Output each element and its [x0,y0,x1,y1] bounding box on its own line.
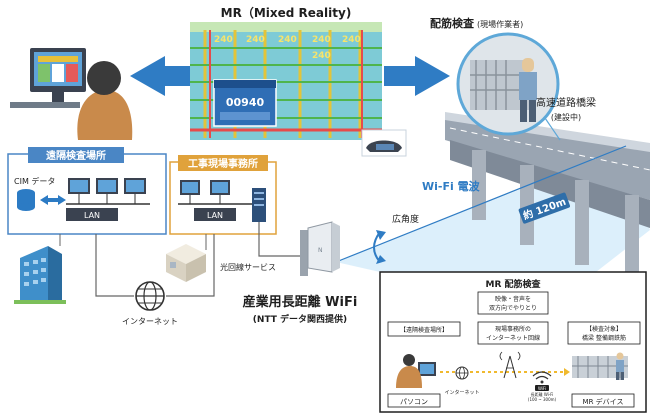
internet-label: インターネット [122,317,178,326]
wifi-product-title: 産業用長距離 WiFi [243,294,358,310]
wifi-provider-label: (NTT データ関西提供) [253,313,347,325]
inset-rebar-worker-icon [572,352,628,380]
office-title: 工事現場事務所 [188,157,258,170]
inset-right-line2: 橋梁 整備鋼鉄筋 [582,334,626,342]
svg-text:N: N [318,247,323,254]
inset-pc-label: パソコン [400,398,428,406]
rebar-value-5: 240 [342,35,361,45]
remote-site-box: 遠隔検査場所 CIM データ LAN [7,147,167,235]
arrow-to-remote [130,56,196,96]
remote-lan-label: LAN [84,211,100,220]
mr-readout-value: 00940 [226,96,265,109]
inset-wifi-icon: WiFi [532,371,552,391]
bridge-illustration [445,112,650,275]
rebar-value-3: 240 [278,35,297,45]
rebar-value-1: 240 [214,35,233,45]
rebar-value-2: 240 [246,35,265,45]
fiber-service-label: 光回線サービス [220,262,276,272]
wifi-wave-label: Wi-Fi 電波 [422,179,481,193]
arrow-to-site [384,56,450,96]
inset-bubble-line1: 映像・音声を [495,295,531,303]
rebar-value-4: 240 [312,35,331,45]
cim-data-label: CIM データ [14,176,55,186]
mr-title: MR（Mixed Reality) [221,5,352,20]
inset-internet-label: インターネット [444,389,479,396]
site-inspection-circle [456,32,560,136]
inset-bubble-line2: 双方向でやりとり [489,304,537,312]
distance-line [335,145,627,263]
summary-inset-panel: MR 配筋検査 映像・音声を 双方向でやりとり 【遠隔検査場所】 現場事務所の … [379,271,647,413]
inset-middle-line2: インターネット回線 [486,334,540,342]
inset-tower-icon [499,351,521,379]
remote-site-title: 遠隔検査場所 [46,149,106,162]
office-to-internet-line [166,234,215,297]
inset-right-line1: 【検査対象】 [586,325,622,333]
remote-building-icon [14,246,66,304]
mr-view-panel: 240 240 240 240 240 240 00940 [190,22,382,140]
rebar-value-6: 240 [312,51,331,61]
internet-globe-icon [135,281,165,311]
inspection-title: 配筋検査 [430,16,474,30]
inset-mr-device-label: MR デバイス [583,397,624,406]
inset-wifi-badge: WiFi [538,386,546,391]
long-range-wifi-antenna: N [300,221,340,276]
office-to-wifi-line [258,222,300,257]
site-office-box: 工事現場事務所 LAN [169,155,277,235]
inset-wifi-line1: 長距離 Wi-Fi [531,391,554,397]
inset-title: MR 配筋検査 [485,278,541,290]
inset-pc-user-icon [396,354,436,388]
wide-angle-label: 広角度 [392,213,419,225]
remote-inspector-figure [10,48,133,140]
mr-headset-icon [361,129,407,157]
inset-wifi-line2: (100 ~ 300m) [528,397,557,402]
inset-globe-icon [455,366,469,380]
remote-to-internet-line [95,234,134,297]
office-hut-icon [166,244,206,282]
inset-left-box-label: 【遠隔検査場所】 [400,326,448,334]
bridge-subtitle: (建設中) [551,112,581,122]
office-lan-label: LAN [207,211,223,220]
inspection-subtitle: (現場作業者) [477,19,523,29]
bridge-title: 高速道路橋梁 [536,96,596,109]
inset-middle-line1: 現場事務所の [495,325,531,333]
